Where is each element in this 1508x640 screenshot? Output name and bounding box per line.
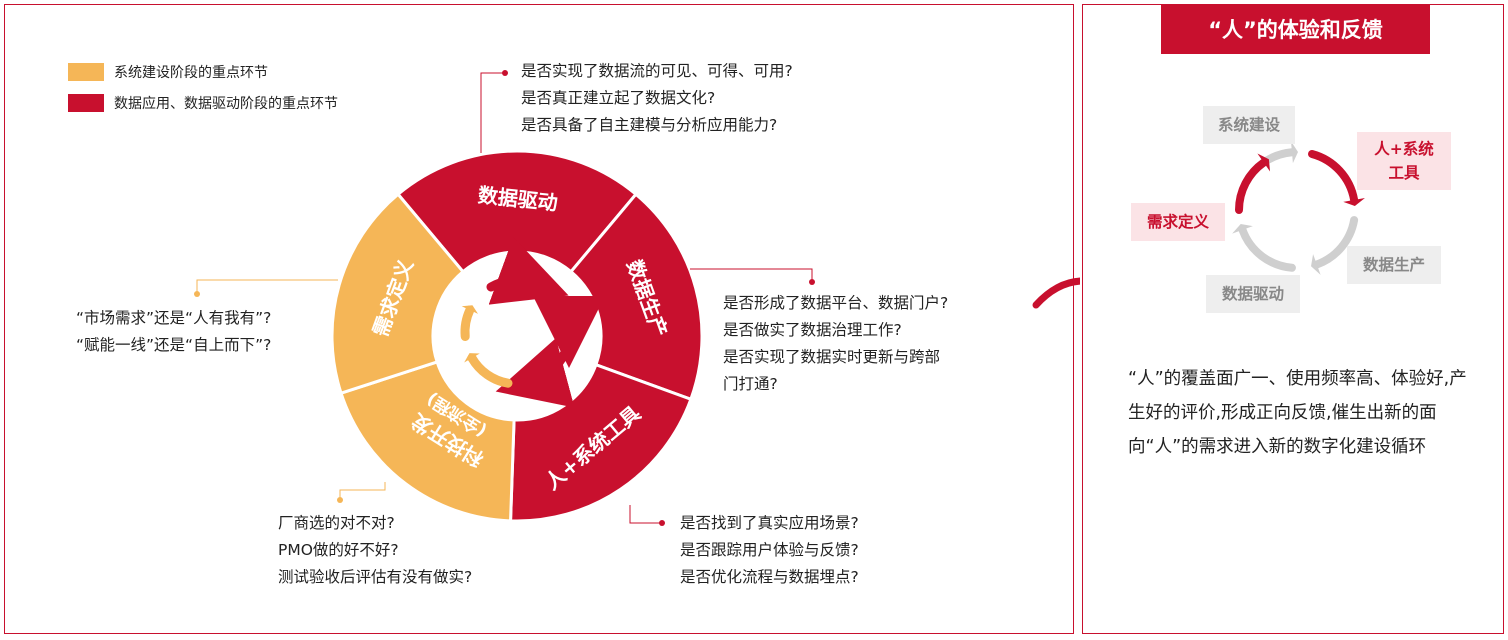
wheel-diagram: 数据驱动 数据生产 人+系统工具 科技开发 (全流程) 需求定义 [194, 70, 1080, 526]
legend-swatch-orange [68, 63, 104, 81]
connector-people-system [629, 505, 661, 524]
inner-cycle-arrows-icon [460, 237, 605, 408]
connector-lines [194, 70, 815, 526]
question-line: 是否做实了数据治理工作? [723, 321, 902, 339]
legend-item-system-build: 系统建设阶段的重点环节 [68, 61, 268, 83]
question-line: 是否找到了真实应用场景? [680, 514, 859, 532]
questions-data-driven: 是否实现了数据流的可见、可得、可用? 是否真正建立起了数据文化? 是否具备了自主… [521, 58, 793, 139]
segment-people-system [508, 362, 693, 523]
question-line: “赋能一线”还是“自上而下”? [76, 336, 272, 354]
cycle-label-system-build: 系统建设 [1203, 106, 1295, 144]
questions-requirement: “市场需求”还是“人有我有”? “赋能一线”还是“自上而下”? [76, 305, 271, 359]
question-line: 是否具备了自主建模与分析应用能力? [521, 116, 778, 134]
left-panel [4, 4, 1074, 634]
questions-data-production: 是否形成了数据平台、数据门户? 是否做实了数据治理工作? 是否实现了数据实时更新… [723, 290, 948, 398]
legend-label: 数据应用、数据驱动阶段的重点环节 [114, 96, 338, 112]
question-line: PMO做的好不好? [278, 541, 399, 559]
connector-data-driven [480, 72, 505, 153]
cycle-label-people-tools: 人+系统 工具 [1357, 132, 1451, 190]
question-line: 厂商选的对不对? [278, 514, 395, 532]
segment-requirement [330, 192, 466, 396]
connector-requirement [196, 279, 338, 292]
cycle-label-data-driven: 数据驱动 [1206, 275, 1300, 313]
question-line: 测试验收后评估有没有做实? [278, 568, 473, 586]
cycle-label-requirement: 需求定义 [1131, 203, 1225, 241]
questions-dev: 厂商选的对不对? PMO做的好不好? 测试验收后评估有没有做实? [278, 510, 472, 591]
connector-data-production [690, 268, 813, 280]
question-line: 是否形成了数据平台、数据门户? [723, 294, 949, 312]
legend-swatch-red [68, 94, 104, 112]
transition-arrow-icon [1032, 277, 1080, 309]
feedback-description: “人”的覆盖面广一、使用频率高、体验好,产生好的评价,形成正向反馈,催生出新的面… [1128, 369, 1467, 457]
legend-item-data-app: 数据应用、数据驱动阶段的重点环节 [68, 92, 338, 114]
feedback-cycle-arrows-icon [1232, 141, 1365, 275]
question-line: 是否真正建立起了数据文化? [521, 89, 716, 107]
question-line: “市场需求”还是“人有我有”? [76, 309, 272, 327]
question-line: 是否实现了数据流的可见、可得、可用? [521, 62, 793, 80]
legend-label: 系统建设阶段的重点环节 [114, 65, 268, 81]
question-line: 是否优化流程与数据埋点? [680, 568, 859, 586]
questions-people-system: 是否找到了真实应用场景? 是否跟踪用户体验与反馈? 是否优化流程与数据埋点? [680, 510, 859, 591]
question-line: 是否跟踪用户体验与反馈? [680, 541, 859, 559]
question-line: 门打通? [723, 375, 778, 393]
connector-dev [339, 482, 386, 498]
cycle-label-data-production: 数据生产 [1347, 246, 1441, 284]
feedback-title: “人”的体验和反馈 [1161, 4, 1430, 54]
segment-dev [339, 360, 516, 523]
question-line: 是否实现了数据实时更新与跨部 [723, 348, 941, 366]
